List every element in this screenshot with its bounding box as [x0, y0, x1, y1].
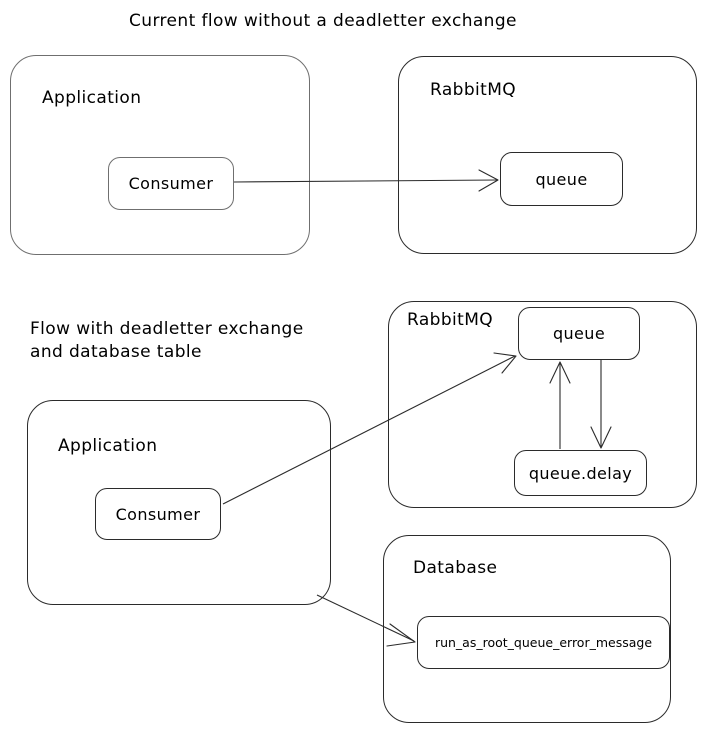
group-label-application-top: Application [42, 88, 142, 108]
group-rabbitmq-top [398, 56, 697, 254]
group-label-application-bottom: Application [58, 436, 158, 456]
node-label-consumer-top: Consumer [128, 174, 214, 193]
section-title-deadletter-flow-line1: Flow with deadletter exchange [30, 319, 304, 339]
section-title-current-flow: Current flow without a deadletter exchan… [129, 11, 517, 31]
group-label-rabbitmq-bottom: RabbitMQ [407, 310, 494, 330]
group-application-top [10, 55, 310, 255]
group-label-rabbitmq-top: RabbitMQ [430, 80, 517, 100]
node-label-queue-top: queue [535, 169, 588, 189]
node-label-queue-bottom: queue [552, 324, 606, 343]
node-queue-bottom[interactable]: queue [518, 307, 640, 360]
group-label-database: Database [413, 558, 498, 578]
section-title-deadletter-flow-line2: and database table [30, 342, 202, 362]
node-error-table[interactable]: run_as_root_queue_error_message [417, 616, 670, 669]
node-consumer-top[interactable]: Consumer [108, 157, 234, 210]
node-label-queue-delay: queue.delay [528, 463, 633, 483]
node-consumer-bottom[interactable]: Consumer [95, 488, 221, 540]
node-queue-delay[interactable]: queue.delay [514, 450, 647, 496]
node-label-error-table: run_as_root_queue_error_message [434, 635, 653, 650]
node-queue-top[interactable]: queue [500, 152, 623, 206]
node-label-consumer-bottom: Consumer [115, 504, 201, 524]
